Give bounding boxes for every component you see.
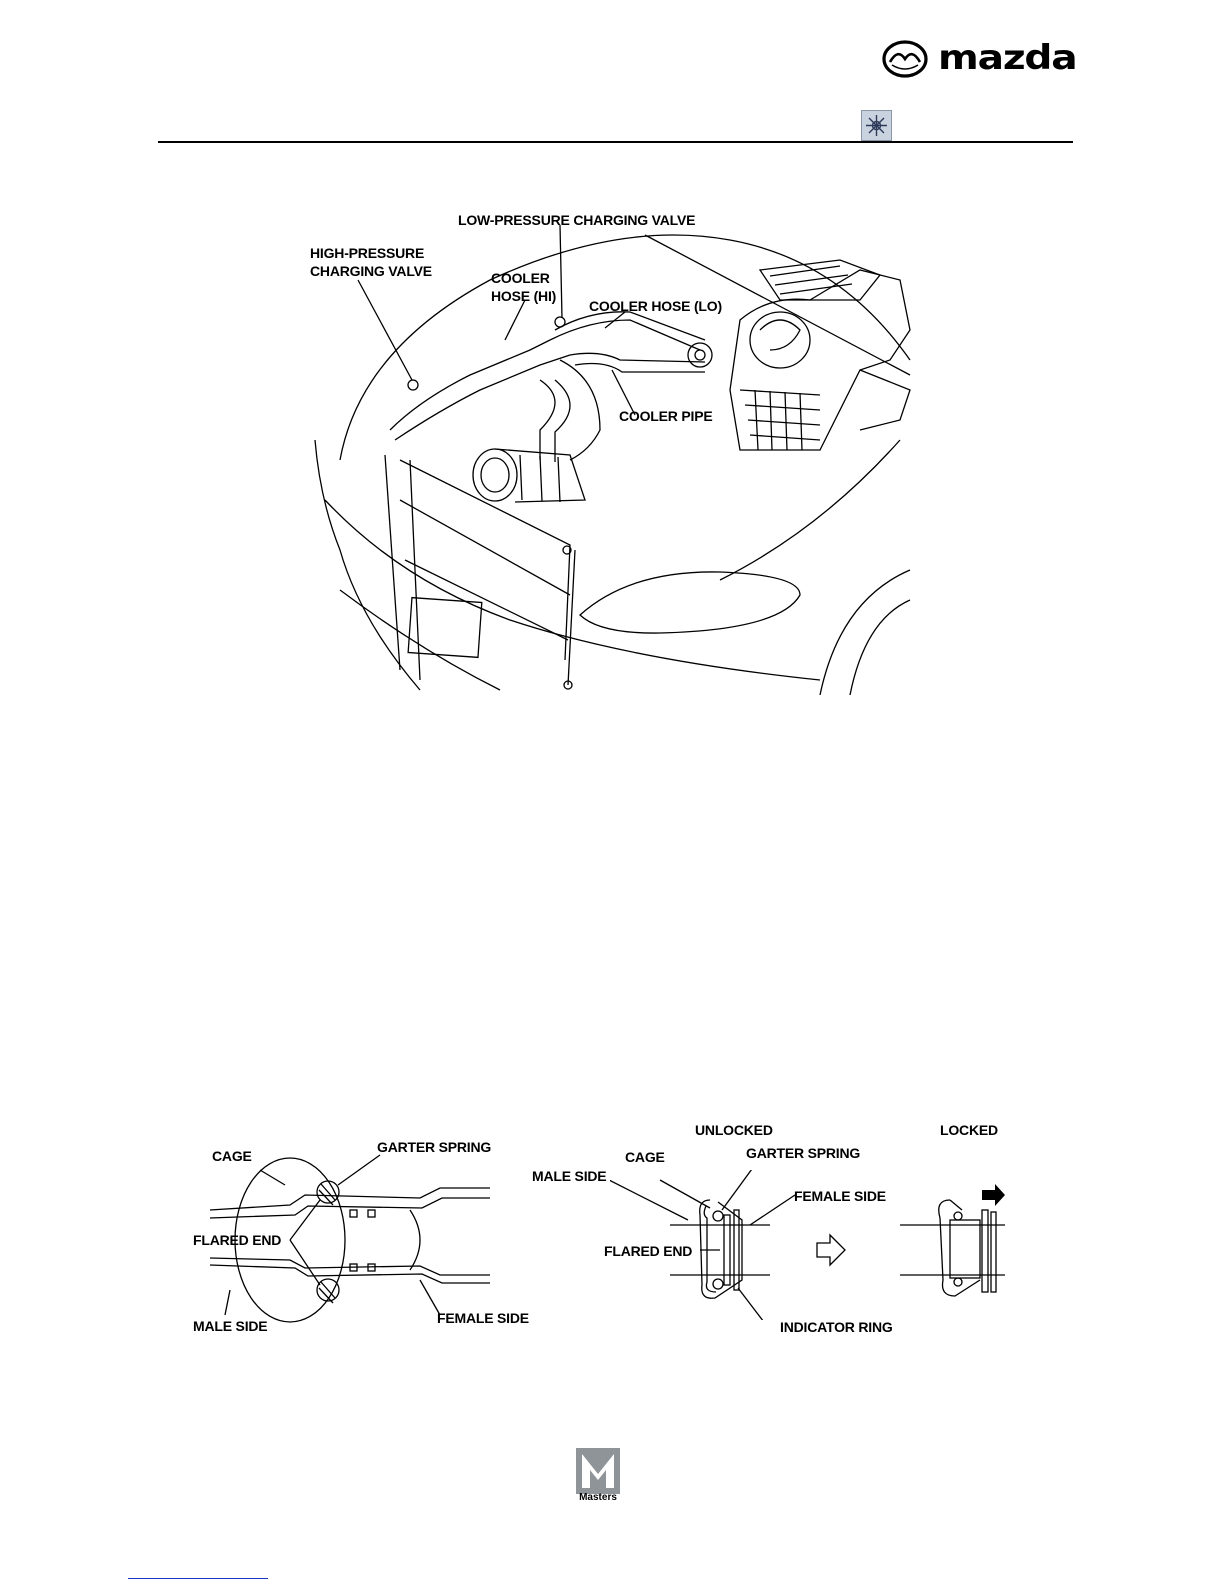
right-flared-end-label: FLARED END — [604, 1243, 692, 1260]
footer-link-underline[interactable] — [128, 1578, 268, 1579]
right-cage-label: CAGE — [625, 1149, 665, 1166]
ac-snowflake-icon[interactable] — [861, 110, 892, 141]
low-pressure-charging-valve-label: LOW-PRESSURE CHARGING VALVE — [458, 212, 695, 229]
locked-label: LOCKED — [940, 1122, 998, 1139]
left-garter-spring-label: GARTER SPRING — [377, 1139, 491, 1156]
high-pressure-charging-valve-label-line2: CHARGING VALVE — [310, 263, 432, 280]
right-garter-spring-label: GARTER SPRING — [746, 1145, 860, 1162]
brand-wordmark: mazda — [938, 38, 1077, 78]
high-pressure-charging-valve-label-line1: HIGH-PRESSURE — [310, 245, 424, 262]
cooler-hose-hi-label-line1: COOLER — [491, 270, 550, 287]
left-male-side-label: MALE SIDE — [193, 1318, 267, 1335]
left-flared-end-label: FLARED END — [193, 1232, 281, 1249]
mazda-logo: mazda — [880, 38, 1070, 82]
header-rule — [158, 141, 1073, 143]
cooler-hose-hi-label-line2: HOSE (HI) — [491, 288, 556, 305]
indicator-ring-label: INDICATOR RING — [780, 1319, 893, 1336]
unlocked-label: UNLOCKED — [695, 1122, 773, 1139]
masters-logo-text: Masters — [574, 1492, 622, 1504]
right-male-side-label: MALE SIDE — [532, 1168, 606, 1185]
masters-m-icon — [576, 1448, 620, 1494]
right-female-side-label: FEMALE SIDE — [794, 1188, 886, 1205]
cooler-hose-lo-label: COOLER HOSE (LO) — [589, 298, 722, 315]
cooler-pipe-label: COOLER PIPE — [619, 408, 712, 425]
left-female-side-label: FEMALE SIDE — [437, 1310, 529, 1327]
left-cage-label: CAGE — [212, 1148, 252, 1165]
masters-logo: Masters — [576, 1448, 620, 1506]
